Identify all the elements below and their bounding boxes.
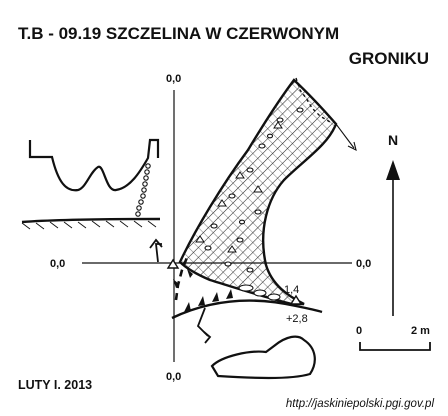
cave-plan [166,77,357,320]
source-url: http://jaskiniepolski.pgi.gov.pl [286,398,435,410]
axis-label-left: 0,0 [50,258,65,270]
axis-label-top: 0,0 [166,73,181,85]
direction-arrows [149,238,212,344]
north-label: N [388,132,398,148]
depth-label-b: +2,8 [286,313,308,325]
axis-label-bottom: 0,0 [166,371,181,383]
title-line-1: T.B - 09.19 SZCZELINA W CZERWONYM [18,24,339,43]
cross-section-left [21,138,161,230]
scale-start: 0 [356,325,362,337]
axis-label-right: 0,0 [356,258,371,270]
depth-label-a: 1,4 [284,284,299,296]
title-line-2: GRONIKU [349,49,429,68]
scale-end: 2 m [411,325,430,337]
north-arrow [386,160,400,316]
cross-section-bottom [210,335,316,380]
scale-bar [359,342,431,351]
survey-date: LUTY I. 2013 [18,378,92,392]
